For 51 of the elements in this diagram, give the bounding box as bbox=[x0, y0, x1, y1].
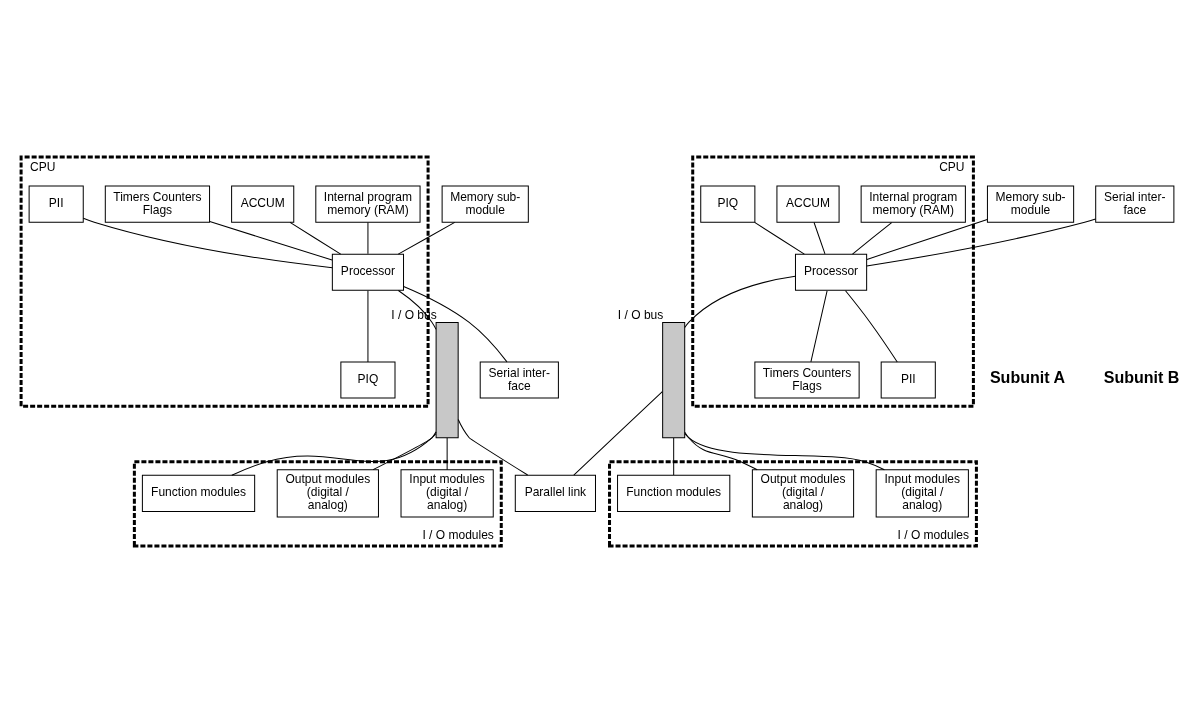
connector bbox=[866, 218, 1097, 266]
connector bbox=[845, 289, 898, 362]
label: Subunit B bbox=[1103, 367, 1180, 386]
connector bbox=[367, 221, 369, 254]
node-box: Input modules (digital / analog) bbox=[875, 468, 969, 517]
connector bbox=[397, 221, 456, 255]
node-box: Parallel link bbox=[514, 474, 596, 512]
connector bbox=[372, 430, 437, 470]
node-box: ACCUM bbox=[776, 185, 840, 223]
node-box: Input modules (digital / analog) bbox=[400, 468, 494, 517]
connector bbox=[866, 218, 988, 260]
node-box: Memory sub-module bbox=[986, 185, 1075, 223]
connector bbox=[289, 221, 342, 255]
connector bbox=[209, 220, 333, 261]
connector bbox=[684, 275, 796, 328]
node-box: Output modules (digital / analog) bbox=[751, 468, 855, 517]
node-box: ACCUM bbox=[231, 185, 295, 223]
node-bar bbox=[435, 321, 459, 438]
node-box: Serial inter-face bbox=[479, 361, 559, 399]
node-box: Timers Counters Flags bbox=[754, 361, 860, 399]
node-label: I / O bus bbox=[617, 307, 664, 322]
node-box: Internal program memory (RAM) bbox=[860, 185, 966, 223]
connector bbox=[673, 437, 675, 475]
connector bbox=[754, 221, 805, 255]
node-box: Processor bbox=[331, 253, 404, 291]
connector bbox=[684, 431, 758, 470]
label: Subunit A bbox=[989, 367, 1065, 386]
node-box: Memory sub-module bbox=[441, 185, 529, 223]
node-box: Function modules bbox=[141, 474, 256, 512]
node-box: PII bbox=[28, 185, 84, 223]
node-box: Output modules (digital / analog) bbox=[276, 468, 379, 517]
node-box: Function modules bbox=[617, 474, 731, 512]
node-box: PIQ bbox=[340, 361, 396, 399]
connector bbox=[852, 221, 893, 255]
connector bbox=[446, 437, 448, 470]
connector bbox=[367, 289, 369, 362]
node-box: PIQ bbox=[700, 185, 756, 223]
node-box: Timers Counters Flags bbox=[104, 185, 211, 223]
connector bbox=[231, 432, 437, 476]
connector bbox=[810, 289, 828, 362]
connector bbox=[82, 217, 333, 268]
connector bbox=[457, 418, 529, 476]
node-box: Processor bbox=[794, 253, 868, 291]
node-box: Serial inter-face bbox=[1095, 185, 1175, 223]
node-box: PII bbox=[880, 361, 936, 399]
node-bar bbox=[662, 321, 686, 438]
connector bbox=[403, 285, 508, 362]
node-box: Internal program memory (RAM) bbox=[315, 185, 421, 223]
connector bbox=[813, 221, 826, 254]
connector bbox=[684, 432, 885, 470]
connector bbox=[573, 390, 663, 475]
